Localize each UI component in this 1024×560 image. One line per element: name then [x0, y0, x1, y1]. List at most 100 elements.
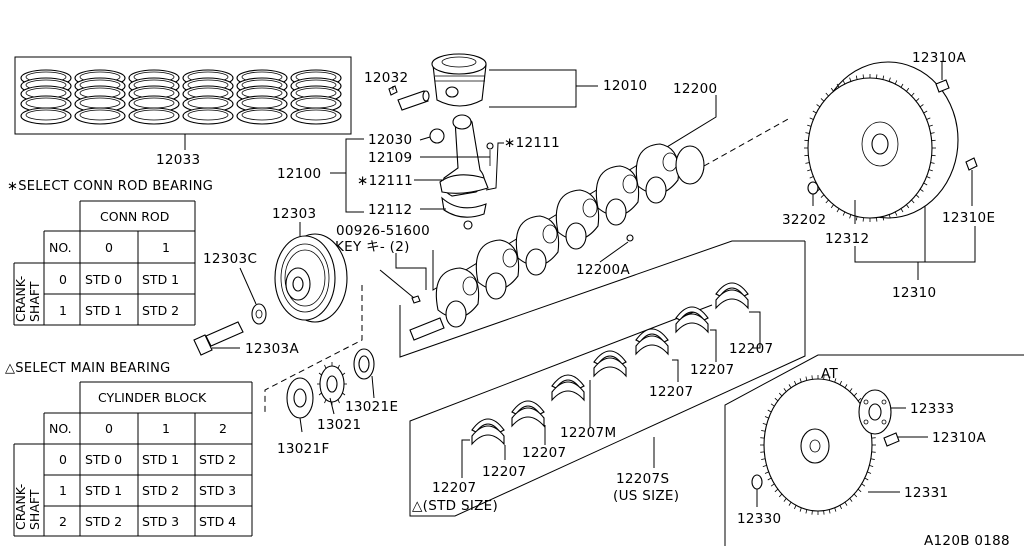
- label-12100: 12100: [277, 166, 321, 182]
- drive-plate-tooth: [788, 384, 792, 389]
- oil-thrower: [286, 377, 314, 419]
- drive-plate-tooth: [767, 409, 772, 413]
- crank-spacer: [353, 348, 375, 380]
- at-spacer: [751, 474, 763, 490]
- ring-gear-tooth: [836, 208, 840, 213]
- crank-main-journal: [565, 222, 587, 250]
- ring-gear-tooth: [805, 132, 810, 134]
- piston-ring-inner: [25, 109, 67, 121]
- flywheel: [804, 61, 959, 222]
- thrower-inner: [293, 388, 307, 408]
- reinf-plate-hole-2: [881, 399, 887, 405]
- reinf-plate-center: [868, 403, 882, 421]
- piston-ring-inner: [295, 109, 337, 121]
- sprocket-tooth: [318, 392, 322, 396]
- label-12200A: 12200A: [576, 262, 630, 278]
- drive-plate-tooth: [774, 488, 779, 493]
- crank-main-journal: [645, 176, 667, 204]
- label-us-size: (US SIZE): [613, 488, 679, 504]
- main-bearing-lower: [715, 289, 749, 310]
- label-12303: 12303: [272, 206, 316, 222]
- sprocket-tooth: [324, 399, 327, 404]
- conn-rod-table-r0c1: STD 1: [142, 272, 179, 287]
- main-bearing-table-r2c1: STD 3: [142, 514, 179, 529]
- main-bearing-table-r1c0: STD 1: [85, 483, 122, 498]
- crank-main-journal: [605, 198, 627, 226]
- label-12310E: 12310E: [942, 210, 995, 226]
- label-12111-a: ∗12111: [357, 173, 413, 189]
- sprocket-tooth: [337, 399, 340, 404]
- conn-rod-table-side-2: SHAFT: [27, 281, 42, 322]
- label-32202: 32202: [782, 212, 826, 228]
- drive-plate-tooth: [834, 378, 837, 383]
- main-bearing-table-col-2: 2: [219, 421, 227, 436]
- crank-sprocket: [317, 362, 347, 406]
- label-12207S: 12207S: [616, 471, 669, 487]
- ring-gear-tooth: [825, 92, 829, 97]
- label-13021F: 13021F: [277, 441, 330, 457]
- conn-rod-table-col-1: 1: [162, 240, 170, 255]
- conn-rod-table-r0c0: STD 0: [85, 272, 122, 287]
- main-bearing-select-note: △SELECT MAIN BEARING: [5, 361, 171, 376]
- ring-gear-tooth: [809, 117, 814, 120]
- main-bearing-lower: [471, 425, 505, 446]
- leader-13021E: [371, 375, 375, 399]
- conn-rod-cap-nut: [463, 220, 473, 230]
- crank-main-journal: [485, 272, 507, 300]
- crank-rear-flange: [675, 145, 705, 185]
- main-bearing-table: [13, 381, 253, 537]
- drive-plate-tooth: [844, 501, 848, 506]
- drive-plate-tooth: [774, 397, 779, 402]
- crank-pin: [582, 198, 598, 218]
- main-bearing-table-r1c2: STD 3: [199, 483, 236, 498]
- main-bearing-table-r1c1: STD 2: [142, 483, 179, 498]
- drive-plate-tooth: [828, 509, 831, 514]
- main-bearing-lower: [551, 381, 585, 402]
- ring-gear-tooth: [928, 169, 933, 172]
- drive-plate-tooth: [799, 378, 802, 383]
- conn-rod-table-row-0-no: 0: [59, 272, 67, 287]
- leader-key-b: [379, 269, 415, 299]
- drive-plate-tooth: [799, 507, 802, 512]
- spacer-inner: [358, 355, 370, 373]
- label-12032: 12032: [364, 70, 408, 86]
- drive-plate-bolt: [883, 432, 900, 447]
- main-bearing-table-side-1: CRANK-: [13, 484, 28, 530]
- drive-plate-tooth: [864, 477, 869, 481]
- drive-plate-tooth: [870, 458, 875, 460]
- drive-plate-tooth: [764, 471, 769, 474]
- ring-gear-tooth: [930, 132, 935, 134]
- leader-12303C: [239, 267, 257, 305]
- main-bearing-table-r2c2: STD 4: [199, 514, 236, 529]
- ring-gear-tooth: [919, 188, 924, 192]
- ring-gear-tooth: [900, 83, 904, 88]
- reinf-plate-hole-4: [881, 419, 887, 425]
- label-12207-e: 12207: [690, 362, 734, 378]
- ring-gear-tooth: [807, 169, 812, 172]
- flywheel-hub: [861, 121, 899, 167]
- sprocket-tooth: [318, 372, 322, 376]
- ring-gear-tooth: [919, 104, 924, 108]
- bearing-frame-top: [399, 240, 805, 358]
- dowel-pin: [965, 157, 978, 171]
- piston-ring: [128, 107, 180, 125]
- crank-pin: [502, 248, 518, 268]
- drive-plate-tooth: [794, 380, 797, 385]
- drive-plate-tooth: [778, 493, 783, 498]
- ring-gear-tooth: [805, 162, 810, 164]
- conn-rod-bearing-upper: [439, 174, 489, 194]
- drive-plate-tooth: [867, 471, 872, 474]
- leader-12207-e: [710, 329, 717, 362]
- sprocket-bore: [326, 375, 338, 393]
- leader-12200A: [599, 241, 629, 263]
- drive-plate-tooth: [849, 388, 853, 392]
- drive-plate-tooth: [857, 488, 862, 493]
- main-bearing-table-col-0: 0: [105, 421, 113, 436]
- crankshaft: [409, 143, 705, 341]
- main-bearing-lower: [635, 335, 669, 356]
- piston-pin-body: [397, 90, 429, 111]
- main-bearing-table-header: CYLINDER BLOCK: [98, 390, 207, 405]
- main-bearings: [471, 282, 749, 446]
- ring-gear-tooth: [926, 117, 931, 120]
